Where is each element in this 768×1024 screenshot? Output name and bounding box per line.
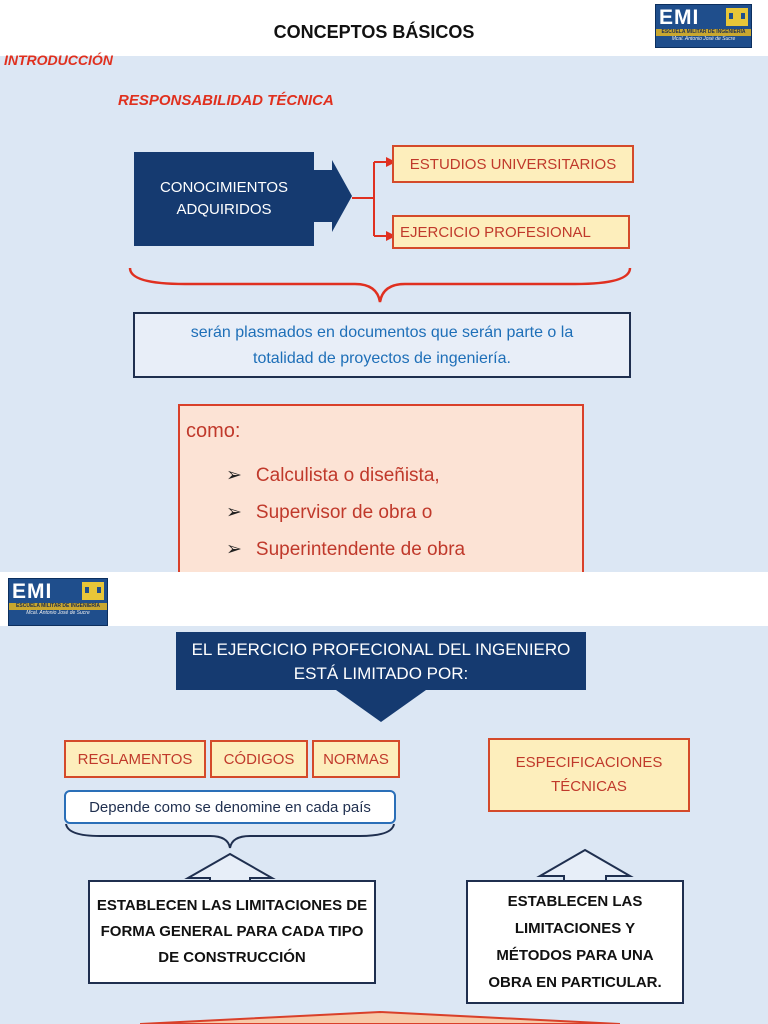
- banner-line-2: ESTÁ LIMITADO POR:: [293, 664, 469, 683]
- logo-band: ESCUELA MILITAR DE INGENIERÍA: [9, 603, 107, 610]
- depends-note: Depende como se denomine en cada país: [64, 790, 396, 824]
- depends-note-label: Depende como se denomine en cada país: [89, 798, 371, 816]
- bottom-banner-partial: [140, 1010, 620, 1024]
- particular-limits-line-2: LIMITACIONES Y: [514, 920, 636, 937]
- general-limits-line-1: ESTABLECEN LAS LIMITACIONES DE: [96, 897, 368, 914]
- arrowhead-bullet-icon: ➢: [226, 539, 242, 560]
- castle-icon: [82, 582, 104, 600]
- statement-box: serán plasmados en documentos que serán …: [133, 312, 631, 378]
- logo-motto: Mcal. Antonio José de Sucre: [671, 36, 736, 42]
- banner-text: EL EJERCICIO PROFECIONAL DEL INGENIERO E…: [176, 638, 586, 686]
- branch-arrowhead-top: [386, 157, 396, 167]
- header-title: CONCEPTOS BÁSICOS: [273, 22, 475, 42]
- statement-line-2: totalidad de proyectos de ingeniería.: [253, 350, 511, 367]
- general-limits-line-3: DE CONSTRUCCIÓN: [158, 949, 306, 966]
- tag-normas: NORMAS: [312, 740, 400, 778]
- logo-motto: Mcal. Antonio José de Sucre: [26, 610, 90, 616]
- branch-connector: [314, 157, 396, 241]
- branch-arrowhead-bottom: [386, 231, 396, 241]
- branch-practice-label: EJERCICIO PROFESIONAL: [400, 223, 591, 241]
- right-arrow-icon: [314, 160, 352, 232]
- specs-box: ESPECIFICACIONES TÉCNICAS: [488, 738, 690, 812]
- particular-limits-box: ESTABLECEN LAS LIMITACIONES Y MÉTODOS PA…: [466, 880, 684, 1004]
- role-item: ➢ Supervisor de obra o: [226, 501, 432, 524]
- role-item-label: Supervisor de obra o: [255, 502, 433, 523]
- arrowhead-bullet-icon: ➢: [226, 502, 242, 523]
- banner-line-1: EL EJERCICIO PROFECIONAL DEL INGENIERO: [191, 640, 571, 659]
- slide-2: EMI ESCUELA MILITAR DE INGENIERÍA Mcal. …: [0, 572, 768, 1024]
- tag-label: NORMAS: [323, 750, 389, 768]
- branch-studies-label: ESTUDIOS UNIVERSITARIOS: [409, 155, 617, 173]
- knowledge-line-2: ADQUIRIDOS: [176, 201, 272, 218]
- general-limits-box: ESTABLECEN LAS LIMITACIONES DE FORMA GEN…: [88, 880, 376, 984]
- como-label: como:: [186, 420, 241, 442]
- particular-limits-line-1: ESTABLECEN LAS: [507, 893, 643, 910]
- slide-1: CONCEPTOS BÁSICOS EMI ESCUELA MILITAR DE…: [0, 4, 768, 579]
- slide-subtitle: RESPONSABILIDAD TÉCNICA: [118, 92, 334, 109]
- role-item: ➢ Calculista o diseñista,: [226, 464, 440, 487]
- arrowhead-bullet-icon: ➢: [226, 465, 242, 486]
- specs-line-1: ESPECIFICACIONES: [515, 754, 663, 771]
- curly-brace-icon: [128, 267, 632, 303]
- general-limits-line-2: FORMA GENERAL PARA CADA TIPO: [100, 923, 364, 940]
- branch-studies: ESTUDIOS UNIVERSITARIOS: [392, 145, 634, 183]
- castle-icon: [726, 8, 748, 26]
- logo-band: ESCUELA MILITAR DE INGENIERÍA: [656, 29, 751, 36]
- tag-codigos: CÓDIGOS: [210, 740, 308, 778]
- role-item: ➢ Superintendente de obra: [226, 538, 465, 561]
- emi-logo: EMI ESCUELA MILITAR DE INGENIERÍA Mcal. …: [655, 4, 752, 48]
- logo-text: EMI: [659, 6, 700, 29]
- specs-line-2: TÉCNICAS: [551, 778, 627, 795]
- knowledge-line-1: CONOCIMIENTOS: [159, 179, 289, 196]
- statement-line-1: serán plasmados en documentos que serán …: [190, 324, 574, 341]
- section-label: INTRODUCCIÓN: [4, 52, 113, 68]
- role-item-label: Calculista o diseñista,: [255, 465, 440, 486]
- tag-reglamentos: REGLAMENTOS: [64, 740, 206, 778]
- knowledge-box: CONOCIMIENTOS ADQUIRIDOS: [134, 152, 314, 246]
- banner-arrow: [176, 632, 586, 722]
- role-item-label: Superintendente de obra: [255, 539, 466, 560]
- roles-box: como: ➢ Calculista o diseñista, ➢ Supervis…: [178, 404, 584, 579]
- tag-label: REGLAMENTOS: [77, 750, 193, 768]
- particular-limits-line-4: OBRA EN PARTICULAR.: [488, 974, 662, 991]
- tag-label: CÓDIGOS: [223, 750, 295, 768]
- particular-limits-line-3: MÉTODOS PARA UNA: [496, 947, 654, 964]
- emi-logo: EMI ESCUELA MILITAR DE INGENIERÍA Mcal. …: [8, 578, 108, 626]
- logo-text: EMI: [12, 580, 53, 603]
- branch-practice: EJERCICIO PROFESIONAL: [392, 215, 630, 249]
